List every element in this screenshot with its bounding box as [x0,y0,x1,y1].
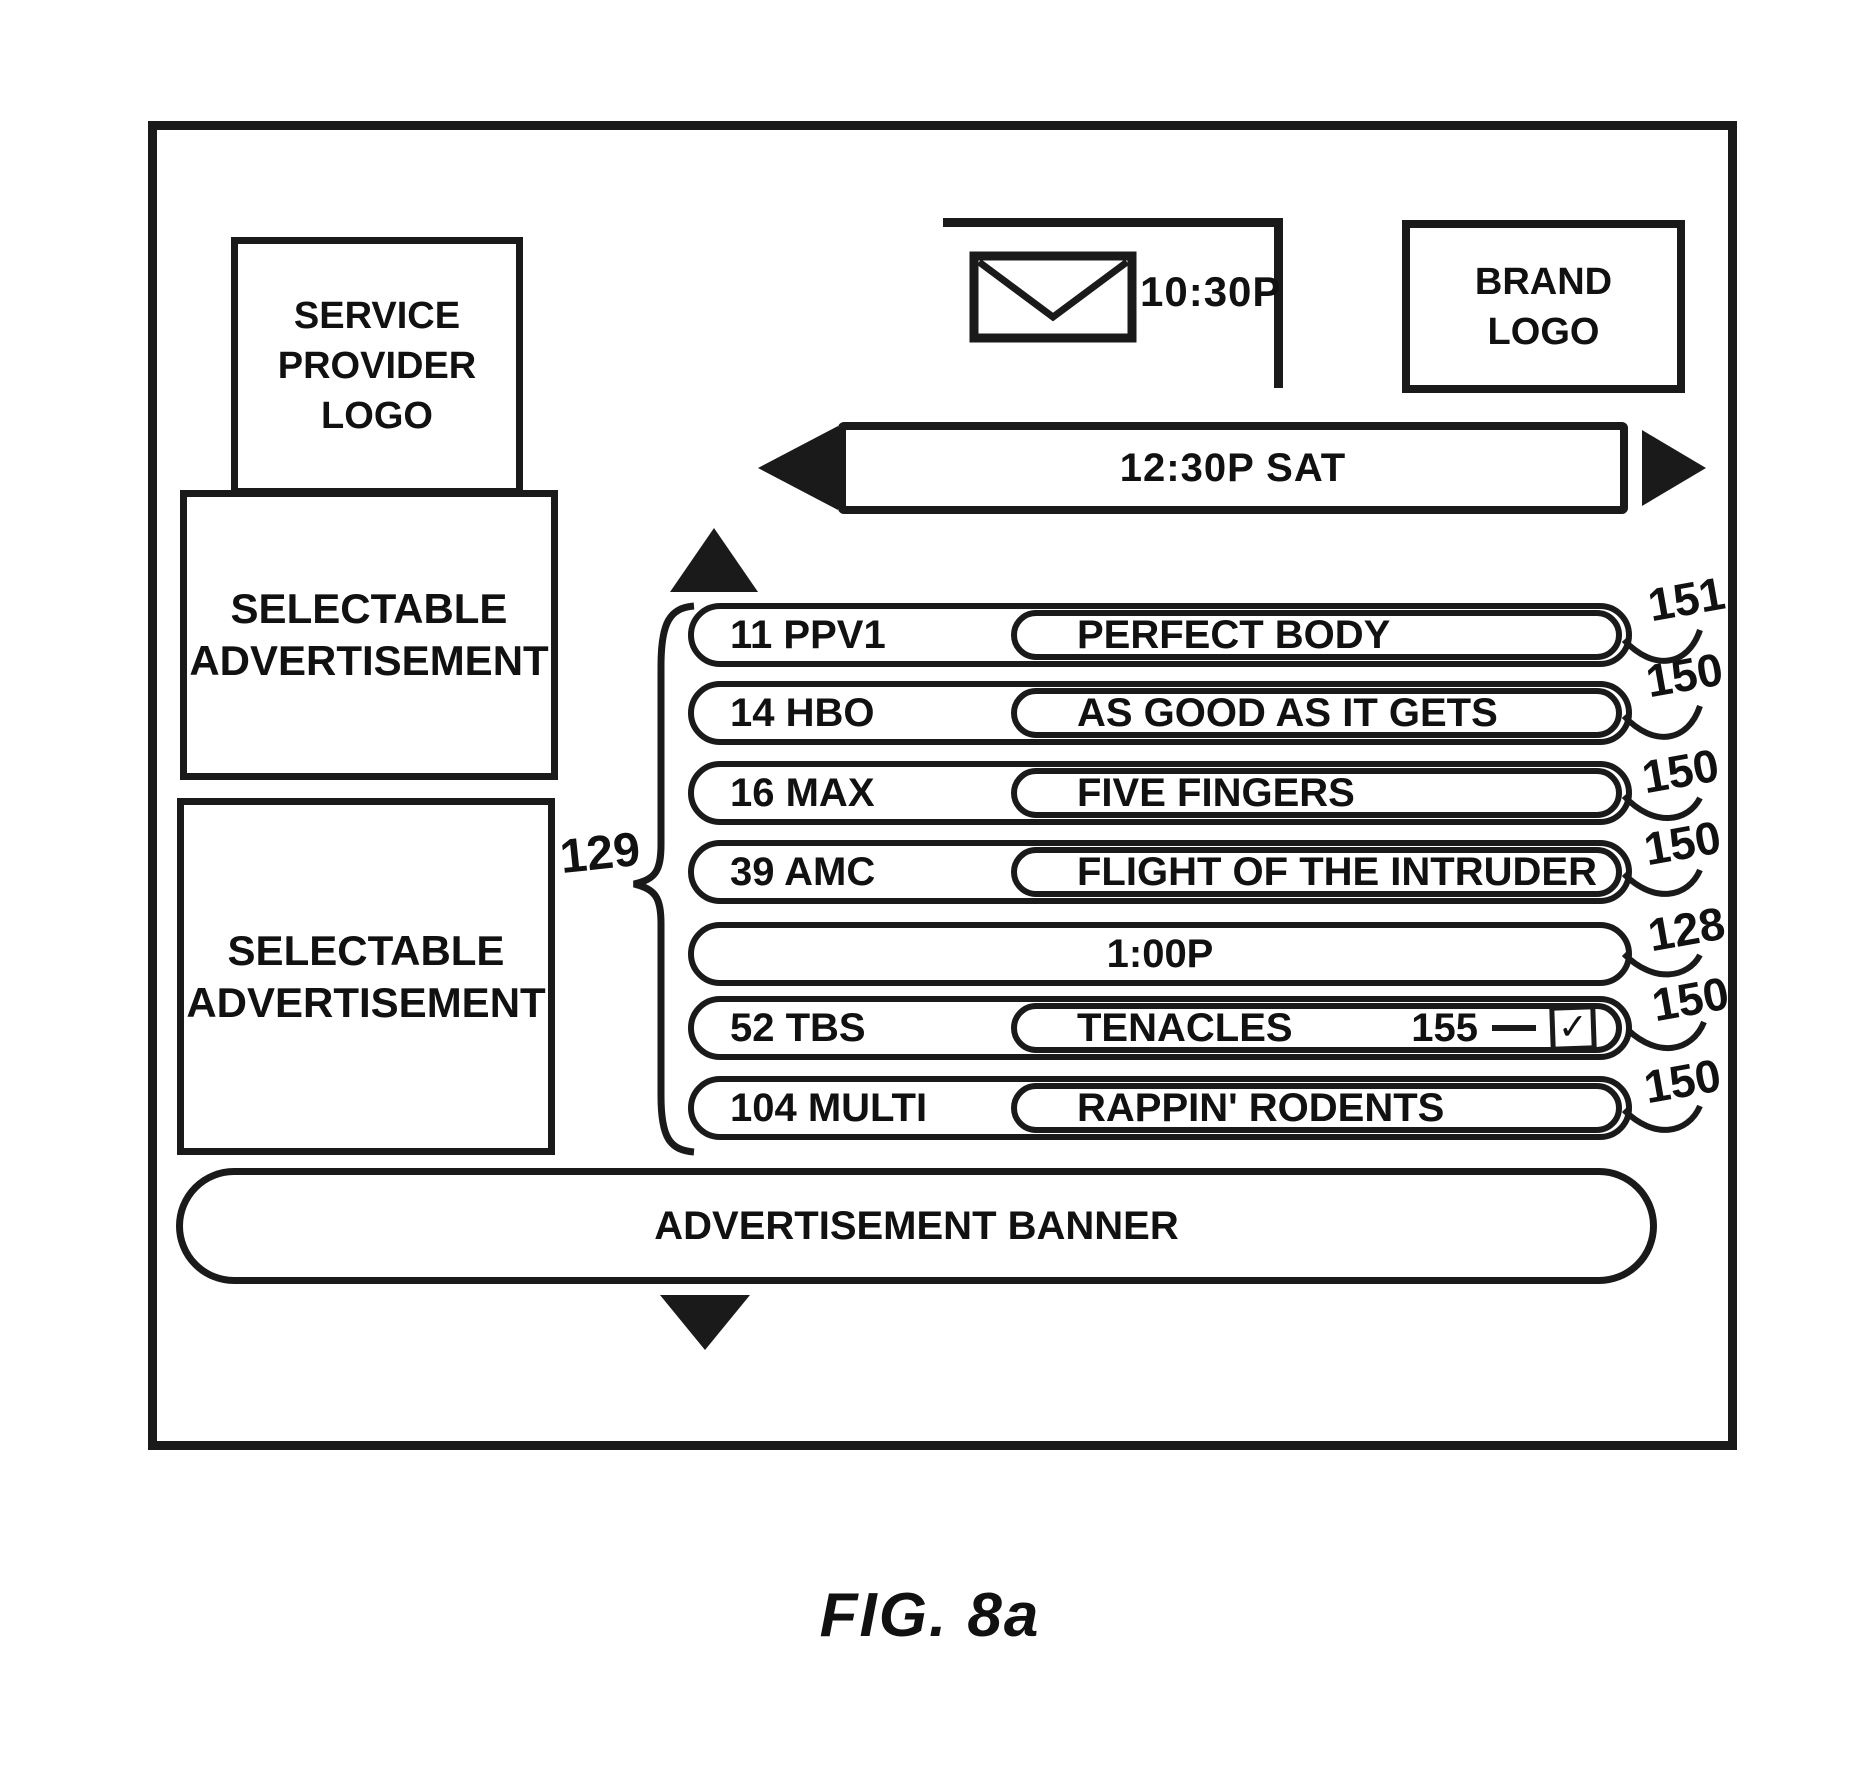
service-provider-logo: SERVICE PROVIDER LOGO [231,237,523,495]
program-title: FLIGHT OF THE INTRUDER [1077,849,1597,894]
program-title: TENACLES [1077,1005,1293,1050]
envelope-icon [969,251,1137,343]
screen-frame [148,121,1737,1450]
selectable-advertisement-1: SELECTABLE ADVERTISEMENT [180,490,558,780]
selectable-advertisement-2: SELECTABLE ADVERTISEMENT [177,798,555,1155]
channel-label: 39 AMC [730,849,876,894]
guide-row: 16 MAX FIVE FINGERS [688,761,1632,825]
figure-caption: FIG. 8a [819,1581,1041,1650]
status-bracket-top [943,218,1283,227]
checked-checkbox-icon: ✓ [1549,1004,1597,1052]
program-pill: RAPPIN' RODENTS [1011,1083,1622,1133]
advertisement-banner: ADVERTISEMENT BANNER [176,1168,1657,1284]
guide-row: 104 MULTI RAPPIN' RODENTS [688,1076,1632,1140]
time-bar: 12:30P SAT [838,422,1628,514]
program-pill: AS GOOD AS IT GETS [1011,688,1622,738]
guide-row: 11 PPV1 PERFECT BODY [688,603,1632,667]
program-title: AS GOOD AS IT GETS [1077,690,1498,735]
guide-time-row: 1:00P [688,922,1632,986]
program-pill: TENACLES 155 ✓ [1011,1003,1622,1053]
guide-row: 39 AMC FLIGHT OF THE INTRUDER [688,840,1632,904]
channel-label: 14 HBO [730,690,875,735]
status-bracket-right [1274,218,1283,388]
program-pill: FLIGHT OF THE INTRUDER [1011,847,1622,897]
program-pill: FIVE FINGERS [1011,768,1622,818]
program-pill: PERFECT BODY [1011,610,1622,660]
channel-label: 16 MAX [730,770,875,815]
reminder-check-group: 155 ✓ [1411,1004,1597,1052]
timebar-left-arrow-icon [758,426,838,510]
guide-row: 52 TBS TENACLES 155 ✓ [688,996,1632,1060]
channel-label: 11 PPV1 [730,612,886,657]
ref-leader-dash [1492,1025,1536,1031]
brand-logo: BRAND LOGO [1402,220,1685,393]
ref-callout-129: 129 [557,822,643,885]
timebar-right-arrow-icon [1642,430,1706,506]
ref-callout-155: 155 [1411,1005,1478,1050]
channel-label: 52 TBS [730,1005,866,1050]
program-title: FIVE FINGERS [1077,770,1355,815]
scroll-up-icon [670,528,758,592]
channel-label: 104 MULTI [730,1085,928,1130]
guide-row: 14 HBO AS GOOD AS IT GETS [688,681,1632,745]
program-title: PERFECT BODY [1077,612,1391,657]
status-time: 10:30P [1140,268,1282,315]
scroll-down-icon [660,1295,750,1350]
program-title: RAPPIN' RODENTS [1077,1085,1445,1130]
